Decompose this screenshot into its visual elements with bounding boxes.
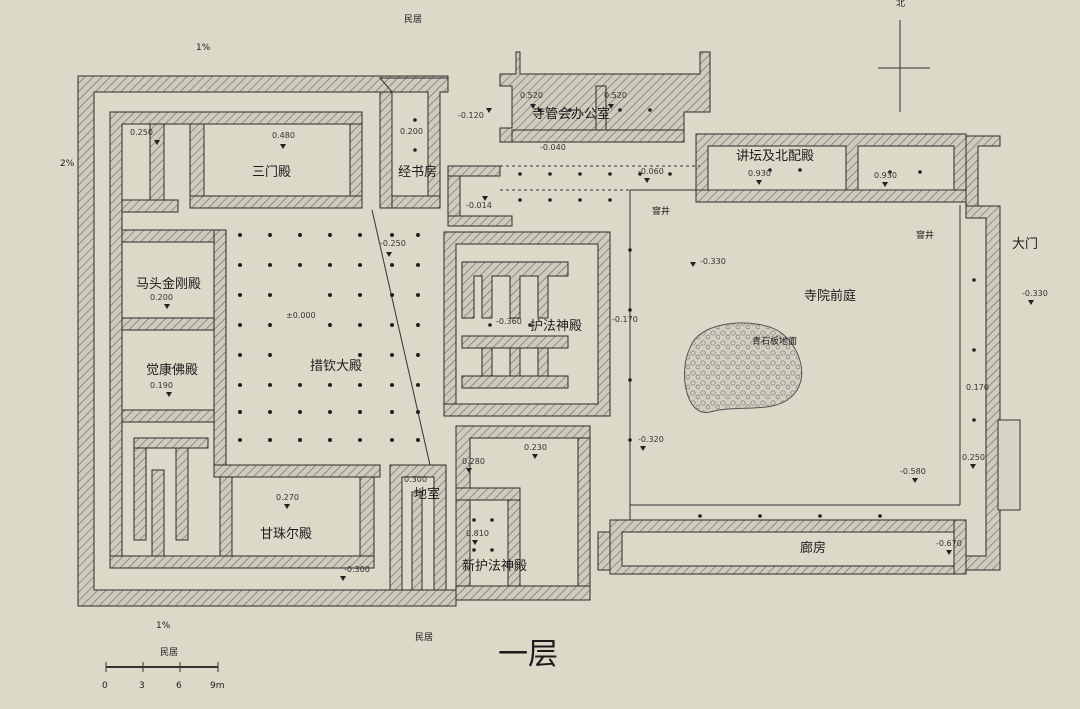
room-hufa: 护法神殿 [530,319,582,334]
scale-tick-6: 6 [176,681,182,691]
elevation-label: -0.360 [496,317,522,326]
room-ganzhu: 甘珠尔殿 [260,527,312,542]
neighbor-bottom-left: 民居 [160,647,178,658]
room-juekang: 觉康佛殿 [146,362,198,378]
room-cuoqin: 措钦大殿 [310,359,362,374]
elevation-label: 0.230 [524,443,547,452]
elevation-label: -0.014 [466,201,492,210]
elevation-label: 0.170 [966,383,989,392]
elevation-label: 0.280 [462,457,485,466]
neighbor-bottom-center: 民居 [415,632,433,643]
elevation-label: 0.480 [272,131,295,140]
room-dishi: 地室 [414,486,440,502]
floor-title: 一层 [498,637,558,672]
slope-label-bottom: 1% [156,621,171,631]
room-qingshi: 青石板地面 [752,335,797,347]
well-label-1: 窨井 [652,205,670,217]
courtyard-lines [105,20,1021,672]
elevation-label: -0.670 [936,539,962,548]
slope-label-top: 1% [196,43,211,53]
room-damen: 大门 [1012,237,1038,252]
elevation-label: 0.190 [150,381,173,390]
slope-label-left: 2% [60,159,75,169]
elevation-label: -0.170 [612,315,638,324]
column-grid [238,108,976,552]
elevation-label: -0.300 [344,565,370,574]
room-xinhufa: 新护法神殿 [462,558,527,574]
elevation-label: 0.810 [466,529,489,538]
room-qianting: 寺院前庭 [804,288,856,304]
room-matou: 马头金刚殿 [136,276,201,292]
elevation-label: 0.250 [130,128,153,137]
elevation-label: 0.250 [962,453,985,462]
elevation-label: -0.330 [700,257,726,266]
elevation-label: -0.580 [900,467,926,476]
elevation-label: -0.250 [380,239,406,248]
room-sanmen: 三门殿 [252,165,291,180]
room-jiangtan: 讲坛及北配殿 [736,149,814,164]
elevation-label: -0.060 [638,167,664,176]
stone-paving [683,322,803,413]
north-label: 北 [896,0,905,9]
neighbor-top: 民居 [404,14,422,25]
elevation-label: -0.120 [458,111,484,120]
elevation-label: ±0.000 [286,311,316,320]
elevation-label: 0.520 [604,91,627,100]
elevation-label: 0.930 [874,171,897,180]
elevation-label: -0.330 [1022,289,1048,298]
scale-tick-0: 0 [102,681,108,691]
elevation-label: 0.200 [150,293,173,302]
elevation-label: 0.300 [404,475,427,484]
room-jingshu: 经书房 [398,164,437,180]
elevation-label: -0.040 [540,143,566,152]
room-simguan: 寺管会办公室 [532,106,610,122]
scale-tick-9: 9m [210,681,225,691]
well-label-2: 窨井 [916,229,934,241]
elevation-label: 0.270 [276,493,299,502]
elevation-label: 0.200 [400,127,423,136]
elevation-label: 0.930 [748,169,771,178]
elevation-label: 0.520 [520,91,543,100]
elevation-marks: 0.250 0.480 0.200 -0.120 0.520 0.520 -0.… [130,91,1048,581]
room-langfang: 廊房 [800,540,826,556]
outer-walls [77,51,1001,607]
scale-tick-3: 3 [139,681,145,691]
elevation-label: -0.320 [638,435,664,444]
labels: 民居 民居 民居 北 三门殿 经书房 寺管会办公室 讲坛及北配殿 大门 马头金刚… [60,0,1038,691]
